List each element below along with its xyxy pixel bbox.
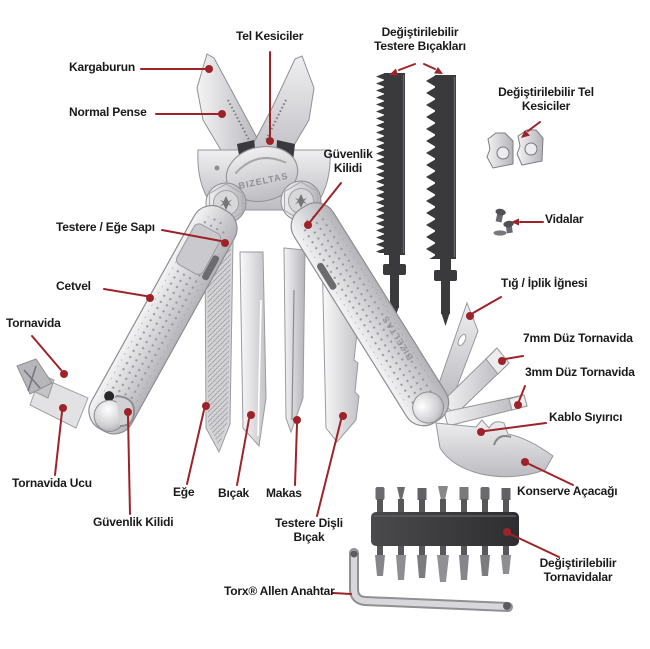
label-torx-allen-anahtar: Torx® Allen Anahtar <box>224 584 335 598</box>
label-7mm-duz-tornavida: 7mm Düz Tornavida <box>523 331 633 345</box>
leader-makas <box>294 423 298 486</box>
leader-deg-tel-kesiciler <box>527 121 541 132</box>
leader-saw-left <box>398 63 416 71</box>
label-konserve-acacagi: Konserve Açacağı <box>517 484 618 498</box>
phillips-screwdriver-assembly <box>16 358 89 429</box>
label-bicak: Bıçak <box>218 486 250 500</box>
leader-testere-disli-bicak <box>316 419 342 517</box>
saw-file-lever <box>176 223 222 275</box>
leader-ege <box>186 409 205 485</box>
label-tig-iplik-ignesi: Tığ / İplik İğnesi <box>501 276 588 290</box>
leader-tornavida <box>31 335 62 371</box>
replaceable-bit-kit <box>371 486 519 582</box>
leader-7mm <box>504 355 524 360</box>
right-fan-tools <box>435 301 554 478</box>
label-cetvel: Cetvel <box>56 279 91 293</box>
label-vidalar: Vidalar <box>545 212 584 226</box>
label-tel-kesiciler: Tel Kesiciler <box>236 29 304 43</box>
leader-saw-right <box>423 63 436 70</box>
leader-kablo-siyirici <box>484 422 547 432</box>
right-handle: BIZELTAS <box>290 202 450 427</box>
leader-testere-ege-sapi <box>161 229 222 242</box>
label-testere-ege-sapi: Testere / Eğe Sapı <box>56 220 155 234</box>
label-degistirilebilir-testere-bicaklari: Değiştirilebilir Testere Bıçakları <box>374 25 466 53</box>
leader-dots <box>59 65 530 536</box>
left-handle <box>88 204 238 435</box>
label-ege: Eğe <box>173 485 195 499</box>
label-guvenlik-kilidi-alt: Güvenlik Kilidi <box>93 515 174 529</box>
leader-lines <box>31 51 574 595</box>
brand-boss: BIZELTAS <box>225 145 299 203</box>
label-makas: Makas <box>266 486 302 500</box>
leader-3mm <box>518 385 526 402</box>
torx-allen-key <box>349 548 513 612</box>
replaceable-wire-cutter-inserts <box>486 129 544 169</box>
leader-cetvel <box>103 288 147 297</box>
leader-konserve-acacagi <box>528 463 574 486</box>
label-tornavida-ucu: Tornavida Ucu <box>12 476 92 490</box>
label-3mm-duz-tornavida: 3mm Düz Tornavida <box>525 365 635 379</box>
phillips-bit <box>16 358 53 395</box>
leader-torx-allen <box>332 592 352 595</box>
replaceable-saw-blades <box>375 73 457 326</box>
scissors <box>283 247 306 434</box>
label-degistirilebilir-tornavidalar: Değiştirilebilir Tornavidalar <box>539 556 617 584</box>
leader-guvenlik-kilidi-ust <box>309 182 342 223</box>
label-kargaburun: Kargaburun <box>69 60 136 74</box>
screws <box>493 208 514 236</box>
leader-bicak <box>236 418 250 486</box>
label-testere-disli-bicak: Testere Dişli Bıçak <box>275 516 343 544</box>
label-normal-pense: Normal Pense <box>69 105 147 119</box>
torx-tip <box>503 602 511 610</box>
bit-holder <box>371 512 519 546</box>
cable-stripper-can-opener <box>435 419 554 478</box>
label-guvenlik-kilidi-ust: Güvenlik Kilidi <box>323 147 373 175</box>
label-tornavida: Tornavida <box>6 316 61 330</box>
leader-deg-tornavidalar <box>509 533 560 558</box>
label-degistirilebilir-tel-kesiciler: Değiştirilebilir Tel Kesiciler <box>498 85 594 113</box>
label-kablo-siyirici: Kablo Sıyırıcı <box>549 410 623 424</box>
leader-guvenlik-kilidi-alt <box>127 415 131 515</box>
leader-tornavida-ucu <box>54 411 63 476</box>
leader-tig-iplik <box>472 296 502 314</box>
lanyard-hole <box>104 391 115 402</box>
right-handle-end-dome <box>412 391 445 424</box>
